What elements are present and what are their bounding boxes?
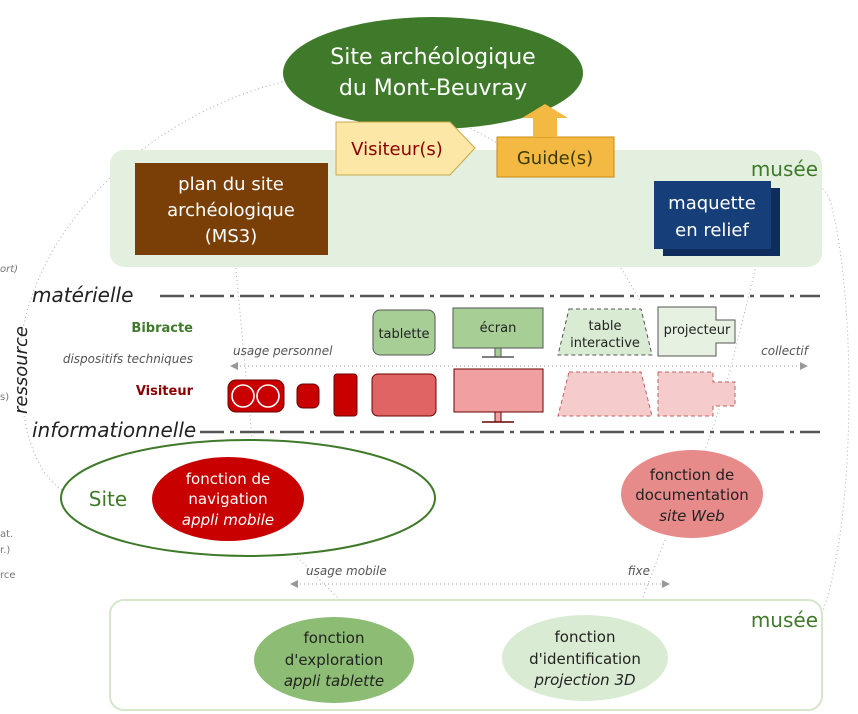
exploration-line-3: appli tablette (284, 672, 384, 690)
site-label: Site (89, 487, 127, 511)
bibracte-table-device (557, 308, 653, 356)
resource-vertical-label: ressource (11, 326, 32, 414)
documentation-line-1: fonction de (650, 466, 734, 484)
title-line-2: du Mont-Beuvray (339, 76, 527, 101)
visitor-phone-device (333, 373, 358, 417)
plan-line-2: archéologique (167, 200, 295, 221)
plan-line-3: (MS3) (205, 226, 257, 247)
guide-label: Guide(s) (517, 148, 593, 169)
row-label-devices: dispositifs techniques (63, 352, 193, 366)
visitor-table-device (557, 371, 653, 417)
visitor-watch-left-dial-icon (231, 384, 255, 408)
documentation-line-3: site Web (659, 507, 724, 525)
exploration-function-ellipse (254, 617, 414, 703)
visitor-screen-device (453, 368, 544, 413)
documentation-line-2: documentation (635, 486, 749, 504)
visitor-small-device (296, 383, 320, 409)
title-ellipse (283, 17, 583, 129)
usage-personal-label: usage personnel (233, 344, 333, 358)
device-label-projector: projecteur (664, 323, 731, 338)
maquette-line-2: en relief (675, 220, 749, 241)
visitor-projector-device (657, 371, 736, 417)
usage-mobile-label: usage mobile (306, 564, 387, 578)
exploration-line-2: d'exploration (285, 651, 383, 669)
navigation-function-ellipse (152, 457, 304, 541)
device-label-table-2: interactive (570, 336, 640, 351)
row-label-visitor: Visiteur (136, 384, 194, 399)
identification-line-3: projection 3D (533, 671, 635, 689)
fragment-at: at. (0, 529, 13, 540)
fragment-rce: rce (0, 570, 16, 581)
visitor-watch-right-dial-icon (256, 384, 280, 408)
device-label-screen: écran (480, 321, 517, 336)
museum-bottom-label: musée (751, 608, 818, 632)
visitor-arrow-box (335, 121, 476, 176)
bibracte-screen-stand (494, 347, 502, 358)
material-label: matérielle (32, 283, 133, 307)
exploration-line-1: fonction (304, 629, 365, 647)
device-label-table-1: table (589, 319, 622, 334)
documentation-function-ellipse (621, 450, 763, 538)
maquette-box (654, 181, 771, 249)
plan-line-1: plan du site (178, 174, 284, 195)
usage-collective-label: collectif (761, 344, 810, 358)
informational-label: informationnelle (32, 418, 196, 442)
bibracte-screen-device (452, 307, 544, 349)
row-label-bibracte: Bibracte (131, 321, 193, 336)
visitor-tablet-device (371, 373, 437, 417)
fragment-r: r.) (0, 545, 10, 556)
navigation-line-2: navigation (188, 490, 267, 508)
navigation-line-3: appli mobile (182, 511, 274, 529)
plan-box (135, 163, 328, 255)
bibracte-projector-device (657, 306, 736, 357)
maquette-line-1: maquette (668, 193, 756, 214)
title-line-1: Site archéologique (330, 45, 535, 70)
visitor-label: Visiteur(s) (351, 139, 443, 160)
fragment-s: s) (0, 392, 9, 403)
identification-line-2: d'identification (529, 650, 641, 668)
guide-box (496, 136, 615, 178)
identification-line-1: fonction (555, 628, 616, 646)
navigation-line-1: fonction de (186, 470, 270, 488)
visitor-screen-stand (494, 411, 502, 423)
bibracte-tablet-device (372, 309, 436, 356)
museum-top-label: musée (751, 157, 818, 181)
fragment-ort: ort) (0, 264, 18, 275)
identification-function-ellipse (502, 615, 668, 701)
device-label-tablet: tablette (378, 327, 429, 342)
guide-up-arrow-icon (522, 104, 568, 137)
museum-bottom-panel (109, 599, 823, 711)
usage-fixed-label: fixe (628, 564, 650, 578)
left-edge-fragments: ort) s) at. r.) rce (0, 264, 18, 581)
